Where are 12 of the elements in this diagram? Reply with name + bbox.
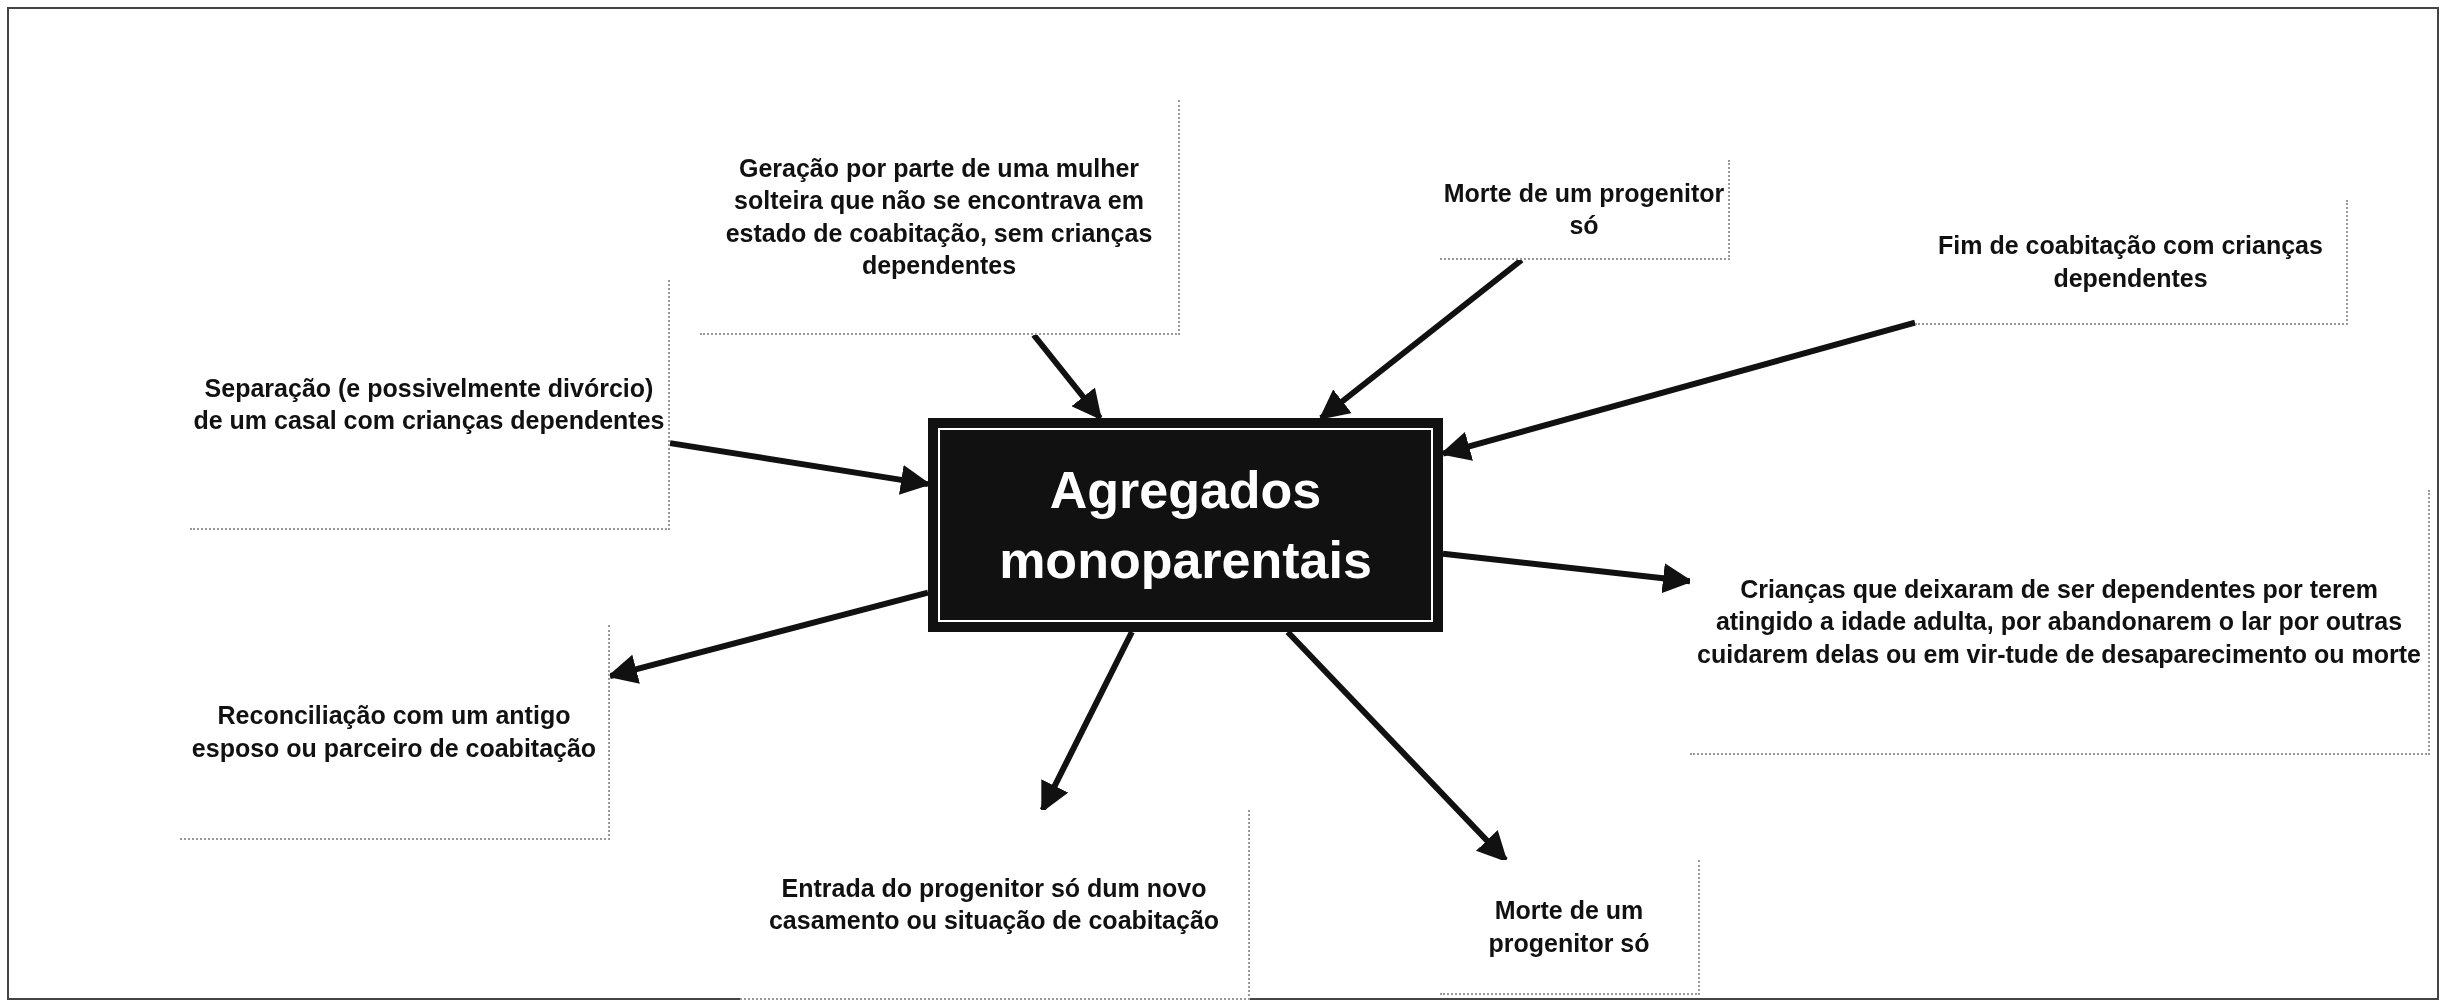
node-text: Geração por parte de uma mulher solteira que não se encontrava em estado de coabitação, sem crianças dependentes [724, 152, 1154, 281]
node-text: Reconciliação com um antigo esposo ou parceiro de coabitação [190, 700, 598, 764]
node-text: Separação (e possivelmente divórcio) de um casal com crianças dependentes [192, 372, 666, 436]
node-text: Entrada do progenitor só dum novo casamento ou situação de coabitação [767, 872, 1221, 936]
node-text: Morte de um progenitor só [1442, 177, 1726, 241]
central-box [928, 418, 1443, 632]
arrow [1031, 333, 1103, 421]
arrow [1039, 630, 1135, 813]
node-text: Morte de um progenitor só [1487, 895, 1651, 959]
node-text: Fim de coabitação com crianças dependentes [1937, 230, 2324, 294]
node-text: Crianças que deixaram de ser dependentes por terem atingido a idade adulta, por abandonarem o lar por outras cuidarem delas ou em vir-tude de desaparecimento ou morte [1696, 573, 2422, 670]
node-text: Agregados monoparentais [998, 459, 1373, 591]
